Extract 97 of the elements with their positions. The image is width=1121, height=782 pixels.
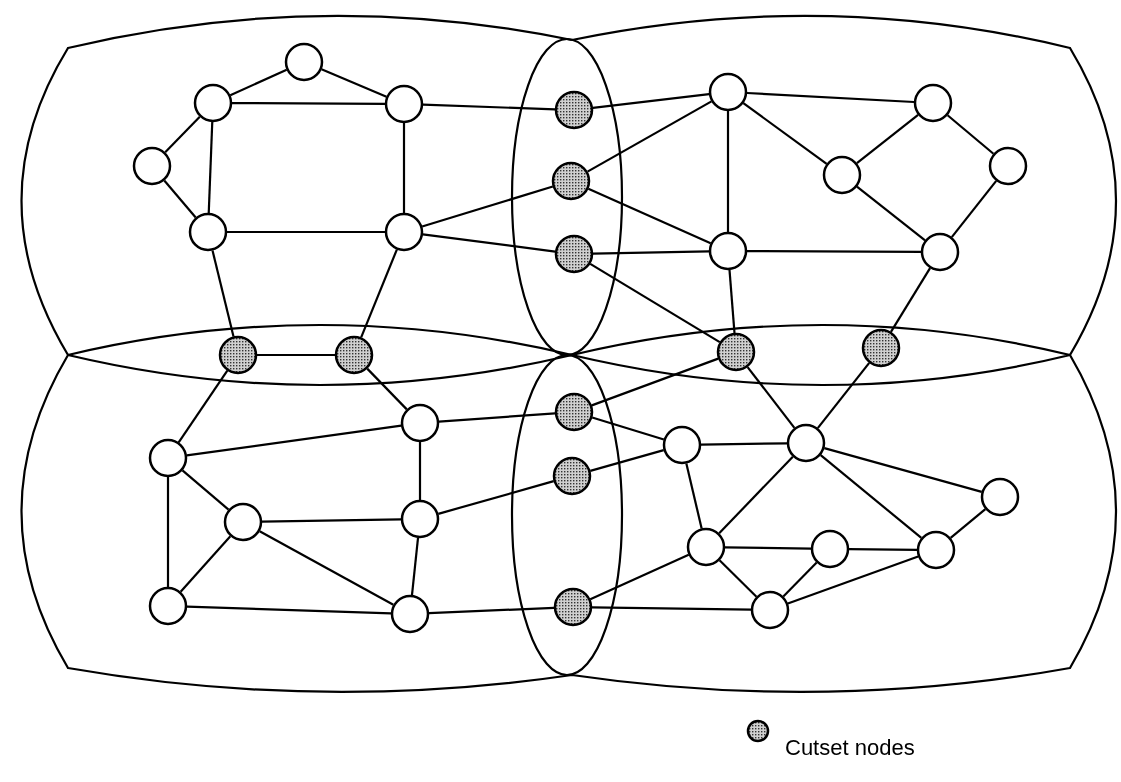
connector-line bbox=[856, 113, 919, 165]
graph-node bbox=[822, 155, 862, 195]
connector-line bbox=[950, 180, 998, 238]
connector-line bbox=[262, 518, 401, 523]
legend-label: Cutset nodes bbox=[785, 735, 915, 761]
cutset-node bbox=[551, 161, 591, 201]
graph-node bbox=[980, 477, 1020, 517]
graph-node bbox=[786, 423, 826, 463]
connector-line bbox=[824, 447, 982, 493]
graph-node bbox=[988, 146, 1028, 186]
connector-line bbox=[949, 508, 987, 539]
connector-line bbox=[742, 102, 828, 165]
connector-line bbox=[166, 477, 170, 587]
connector-line bbox=[591, 357, 719, 407]
cutset-node bbox=[554, 234, 594, 274]
cutset-node bbox=[553, 587, 593, 627]
graph-node bbox=[400, 499, 440, 539]
cutset-node bbox=[218, 335, 258, 375]
connector-line bbox=[186, 605, 392, 615]
graph-node bbox=[750, 590, 790, 630]
connector-line bbox=[747, 250, 921, 253]
connector-line bbox=[592, 93, 710, 109]
graph-node bbox=[132, 146, 172, 186]
connector-line bbox=[819, 454, 923, 539]
connector-line bbox=[849, 548, 917, 551]
connector-line bbox=[410, 537, 420, 596]
cutset-node bbox=[716, 332, 756, 372]
connector-line bbox=[856, 185, 926, 242]
graph-node bbox=[708, 231, 748, 271]
connector-line bbox=[890, 267, 931, 333]
connector-line bbox=[422, 103, 556, 111]
connector-line bbox=[589, 262, 721, 344]
graph-node bbox=[916, 530, 956, 570]
graph-node bbox=[384, 212, 424, 252]
connector-line bbox=[591, 416, 665, 441]
connector-line bbox=[746, 91, 915, 104]
connector-line bbox=[589, 553, 690, 601]
connector-line bbox=[163, 179, 197, 219]
connector-line bbox=[164, 115, 201, 154]
connector-line bbox=[592, 606, 751, 611]
connector-line bbox=[207, 121, 214, 214]
cutset-node bbox=[334, 335, 374, 375]
graph-node bbox=[810, 529, 850, 569]
graph-node bbox=[148, 438, 188, 478]
connector-line bbox=[181, 469, 230, 511]
connector-line bbox=[437, 480, 555, 515]
connector-line bbox=[229, 68, 288, 97]
connector-line bbox=[592, 250, 710, 255]
cutset-node bbox=[554, 392, 594, 432]
graph-node bbox=[400, 403, 440, 443]
graph-node bbox=[390, 594, 430, 634]
connector-line bbox=[746, 366, 796, 429]
connector-line bbox=[186, 424, 402, 457]
connector-line bbox=[428, 606, 555, 615]
connector-line bbox=[946, 114, 995, 155]
connector-line bbox=[259, 530, 394, 606]
graph-node bbox=[913, 83, 953, 123]
graph-node bbox=[920, 232, 960, 272]
graph-node bbox=[284, 42, 324, 82]
graph-node bbox=[708, 72, 748, 112]
cutset-node bbox=[552, 456, 592, 496]
graph-node bbox=[193, 83, 233, 123]
connector-line bbox=[179, 535, 232, 593]
connector-line bbox=[726, 111, 730, 232]
connector-line bbox=[816, 362, 871, 429]
connector-line bbox=[211, 250, 235, 337]
connector-line bbox=[177, 370, 229, 443]
connector-line bbox=[782, 561, 818, 598]
connector-line bbox=[438, 412, 556, 423]
connector-line bbox=[587, 187, 712, 245]
connector-line bbox=[725, 546, 811, 550]
cutset-node bbox=[861, 328, 901, 368]
cutset-node bbox=[554, 90, 594, 130]
connector-line bbox=[257, 353, 335, 357]
connector-line bbox=[366, 367, 408, 411]
connector-line bbox=[418, 442, 422, 500]
connector-line bbox=[227, 230, 385, 234]
connector-line bbox=[587, 100, 712, 173]
connector-line bbox=[718, 559, 758, 598]
connector-line bbox=[718, 455, 794, 535]
connector-line bbox=[360, 249, 398, 338]
graph-node bbox=[148, 586, 188, 626]
connector-line bbox=[590, 449, 664, 472]
connector-line bbox=[321, 68, 387, 98]
graph-node bbox=[188, 212, 228, 252]
connector-line bbox=[422, 233, 556, 253]
connector-line bbox=[421, 185, 554, 228]
graph-node bbox=[223, 502, 263, 542]
connector-line bbox=[232, 102, 385, 105]
graph-node bbox=[662, 425, 702, 465]
connector-line bbox=[701, 442, 787, 446]
connector-line bbox=[787, 555, 919, 605]
connector-line bbox=[728, 269, 736, 334]
connector-line bbox=[402, 123, 406, 213]
connector-line bbox=[685, 463, 703, 529]
graph-node bbox=[686, 527, 726, 567]
graph-node bbox=[384, 84, 424, 124]
